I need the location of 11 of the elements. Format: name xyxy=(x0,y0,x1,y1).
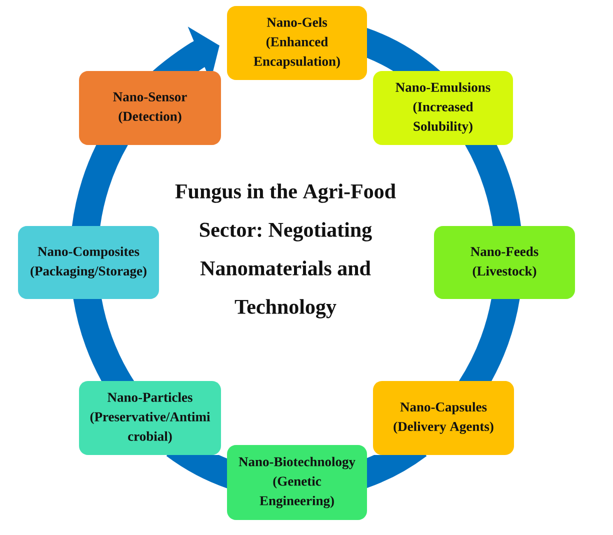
topic-box: Nano-Sensor (Detection) xyxy=(79,71,221,145)
topic-box: Nano-Gels (Enhanced Encapsulation) xyxy=(227,6,367,80)
topic-box: Nano-Biotechnology (Genetic Engineering) xyxy=(227,444,367,520)
topic-box: Nano-Emulsions (Increased Solubility) xyxy=(373,71,513,145)
curved-arrow xyxy=(152,26,220,71)
topic-box: Nano-Particles (Preservative/Antimi crobial) xyxy=(79,380,221,455)
ring-segment xyxy=(367,27,442,71)
diagram-title: Fungus in the Agri-Food Sector: Negotiating Nanomaterials and Technology xyxy=(175,184,396,318)
topic-box: Nano-Capsules (Delivery Agents) xyxy=(373,380,514,455)
topic-box: Nano-Feeds (Livestock) xyxy=(434,226,575,299)
topic-box: Nano-Composites (Packaging/Storage) xyxy=(18,226,159,299)
